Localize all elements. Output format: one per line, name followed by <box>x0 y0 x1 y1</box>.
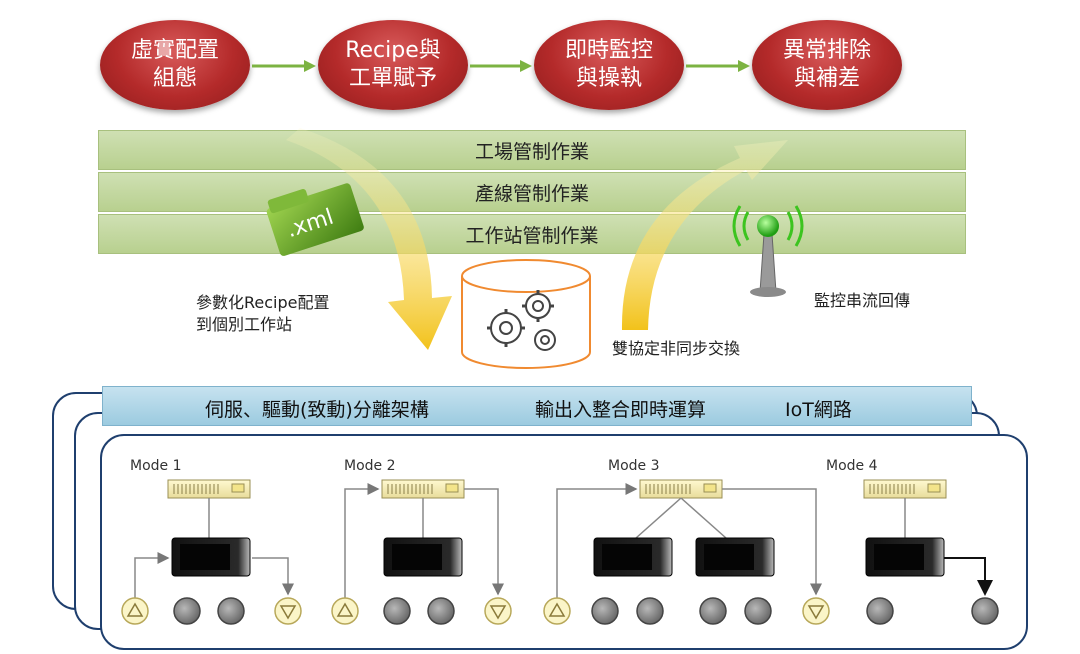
mode-3-drive-a-screen <box>602 544 652 570</box>
mode-4-label: Mode 4 <box>826 458 878 474</box>
recipe-flow-arrow <box>286 128 452 350</box>
band-factory-label: 工場管制作業 <box>474 140 589 163</box>
mode-2-output-line <box>464 488 504 596</box>
banner-item-io: 輸出入整合即時運算 <box>535 399 707 421</box>
process-step-4-line2: 與補差 <box>793 66 860 91</box>
mode-2-sensor-down-triangle <box>489 605 507 620</box>
mode-1-drive-screen <box>180 544 230 570</box>
mode-3-controller-port <box>703 483 717 493</box>
mode-3-feedback-line <box>556 483 638 598</box>
mode-3-sensor-up-triangle <box>548 602 566 617</box>
async-exchange-label: 雙協定非同步交換 <box>612 339 741 358</box>
band-factory: 工場管制作業 <box>98 130 966 170</box>
mode-4-output-line <box>944 557 993 596</box>
mode-2-motor-a <box>383 597 411 625</box>
mode-2-sensor-up <box>331 597 359 625</box>
mode-3-motor-a <box>591 597 619 625</box>
process-step-1-line2: 組態 <box>152 66 197 91</box>
process-step-3: 即時監控 與操執 <box>534 20 684 110</box>
process-step-2-line1: Recipe與 <box>345 38 441 63</box>
mode-1-feedback-line <box>134 552 170 598</box>
monitor-flow-arrow <box>621 140 788 330</box>
process-step-2: Recipe與 工單賦予 <box>318 20 468 110</box>
mode-4-drive-screen <box>874 544 924 570</box>
band-line: 產線管制作業 <box>98 172 966 212</box>
process-step-2-line2: 工單賦予 <box>348 66 437 91</box>
process-step-4: 異常排除 與補差 <box>752 20 902 110</box>
mode-3-motor-c <box>699 597 727 625</box>
step-arrowhead-3 <box>738 60 750 72</box>
antenna-icon <box>732 205 804 297</box>
mode-3-drive-b-screen <box>704 544 754 570</box>
mode-2-drive-screen <box>392 544 442 570</box>
mode-3-motor-b <box>636 597 664 625</box>
mode-3-link-a <box>635 497 682 539</box>
mode-2-label: Mode 2 <box>344 458 396 474</box>
mode-3-sensor-down <box>802 597 830 625</box>
process-step-3-line2: 與操執 <box>575 66 642 91</box>
recipe-label-line1: 參數化Recipe配置 <box>196 293 330 312</box>
mode-3-output-line <box>722 488 822 596</box>
banner-item-iot: IoT網路 <box>785 399 852 421</box>
mode-3-link-b <box>680 497 727 539</box>
mode-3-motor-d <box>744 597 772 625</box>
mode-1-sensor-up-triangle <box>126 602 144 617</box>
architecture-banner: 伺服、驅動(致動)分離架構 輸出入整合即時運算 IoT網路 <box>102 386 972 426</box>
band-station: 工作站管制作業 <box>98 214 966 254</box>
mode-3-label: Mode 3 <box>608 458 660 474</box>
mode-1-motor-b <box>217 597 245 625</box>
mode-2-sensor-up-triangle <box>336 602 354 617</box>
mode-2-feedback-line <box>344 483 380 598</box>
mode-2-motor-b <box>427 597 455 625</box>
flow-graphics: .xml <box>266 128 804 369</box>
mode-1-sensor-up <box>121 597 149 625</box>
mode-4-motor-b <box>971 597 999 625</box>
xml-file-icon: .xml <box>266 183 364 256</box>
mode-1-controller-port <box>231 483 245 493</box>
mode-1-motor-a <box>173 597 201 625</box>
mode-3-sensor-up <box>543 597 571 625</box>
mode-1-sensor-down <box>274 597 302 625</box>
process-step-1: 虛實配置 組態 <box>100 20 250 110</box>
step-arrowhead-1 <box>304 60 316 72</box>
mode-4-controller-port <box>927 483 941 493</box>
mode-2-sensor-down <box>484 597 512 625</box>
step-connectors <box>252 60 750 72</box>
process-step-3-line1: 即時監控 <box>564 38 653 63</box>
mode-3-sensor-down-triangle <box>807 605 825 620</box>
mode-2-controller-port <box>445 483 459 493</box>
band-station-label: 工作站管制作業 <box>465 224 599 247</box>
mode-1-output-line <box>252 557 294 596</box>
step-arrowhead-2 <box>520 60 532 72</box>
database-icon <box>461 259 591 369</box>
band-line-label: 產線管制作業 <box>474 182 589 205</box>
mode-1-label: Mode 1 <box>130 458 182 474</box>
mode-4-motor-a <box>866 597 894 625</box>
recipe-label-line2: 到個別工作站 <box>196 315 293 334</box>
mode-1-sensor-down-triangle <box>279 605 297 620</box>
stream-return-label: 監控串流回傳 <box>814 291 911 310</box>
process-step-4-line1: 異常排除 <box>782 38 871 63</box>
recipe-label: 參數化Recipe配置 到個別工作站 <box>196 292 330 336</box>
banner-item-separation: 伺服、驅動(致動)分離架構 <box>205 399 429 421</box>
process-step-1-line1: 虛實配置 <box>130 38 219 63</box>
